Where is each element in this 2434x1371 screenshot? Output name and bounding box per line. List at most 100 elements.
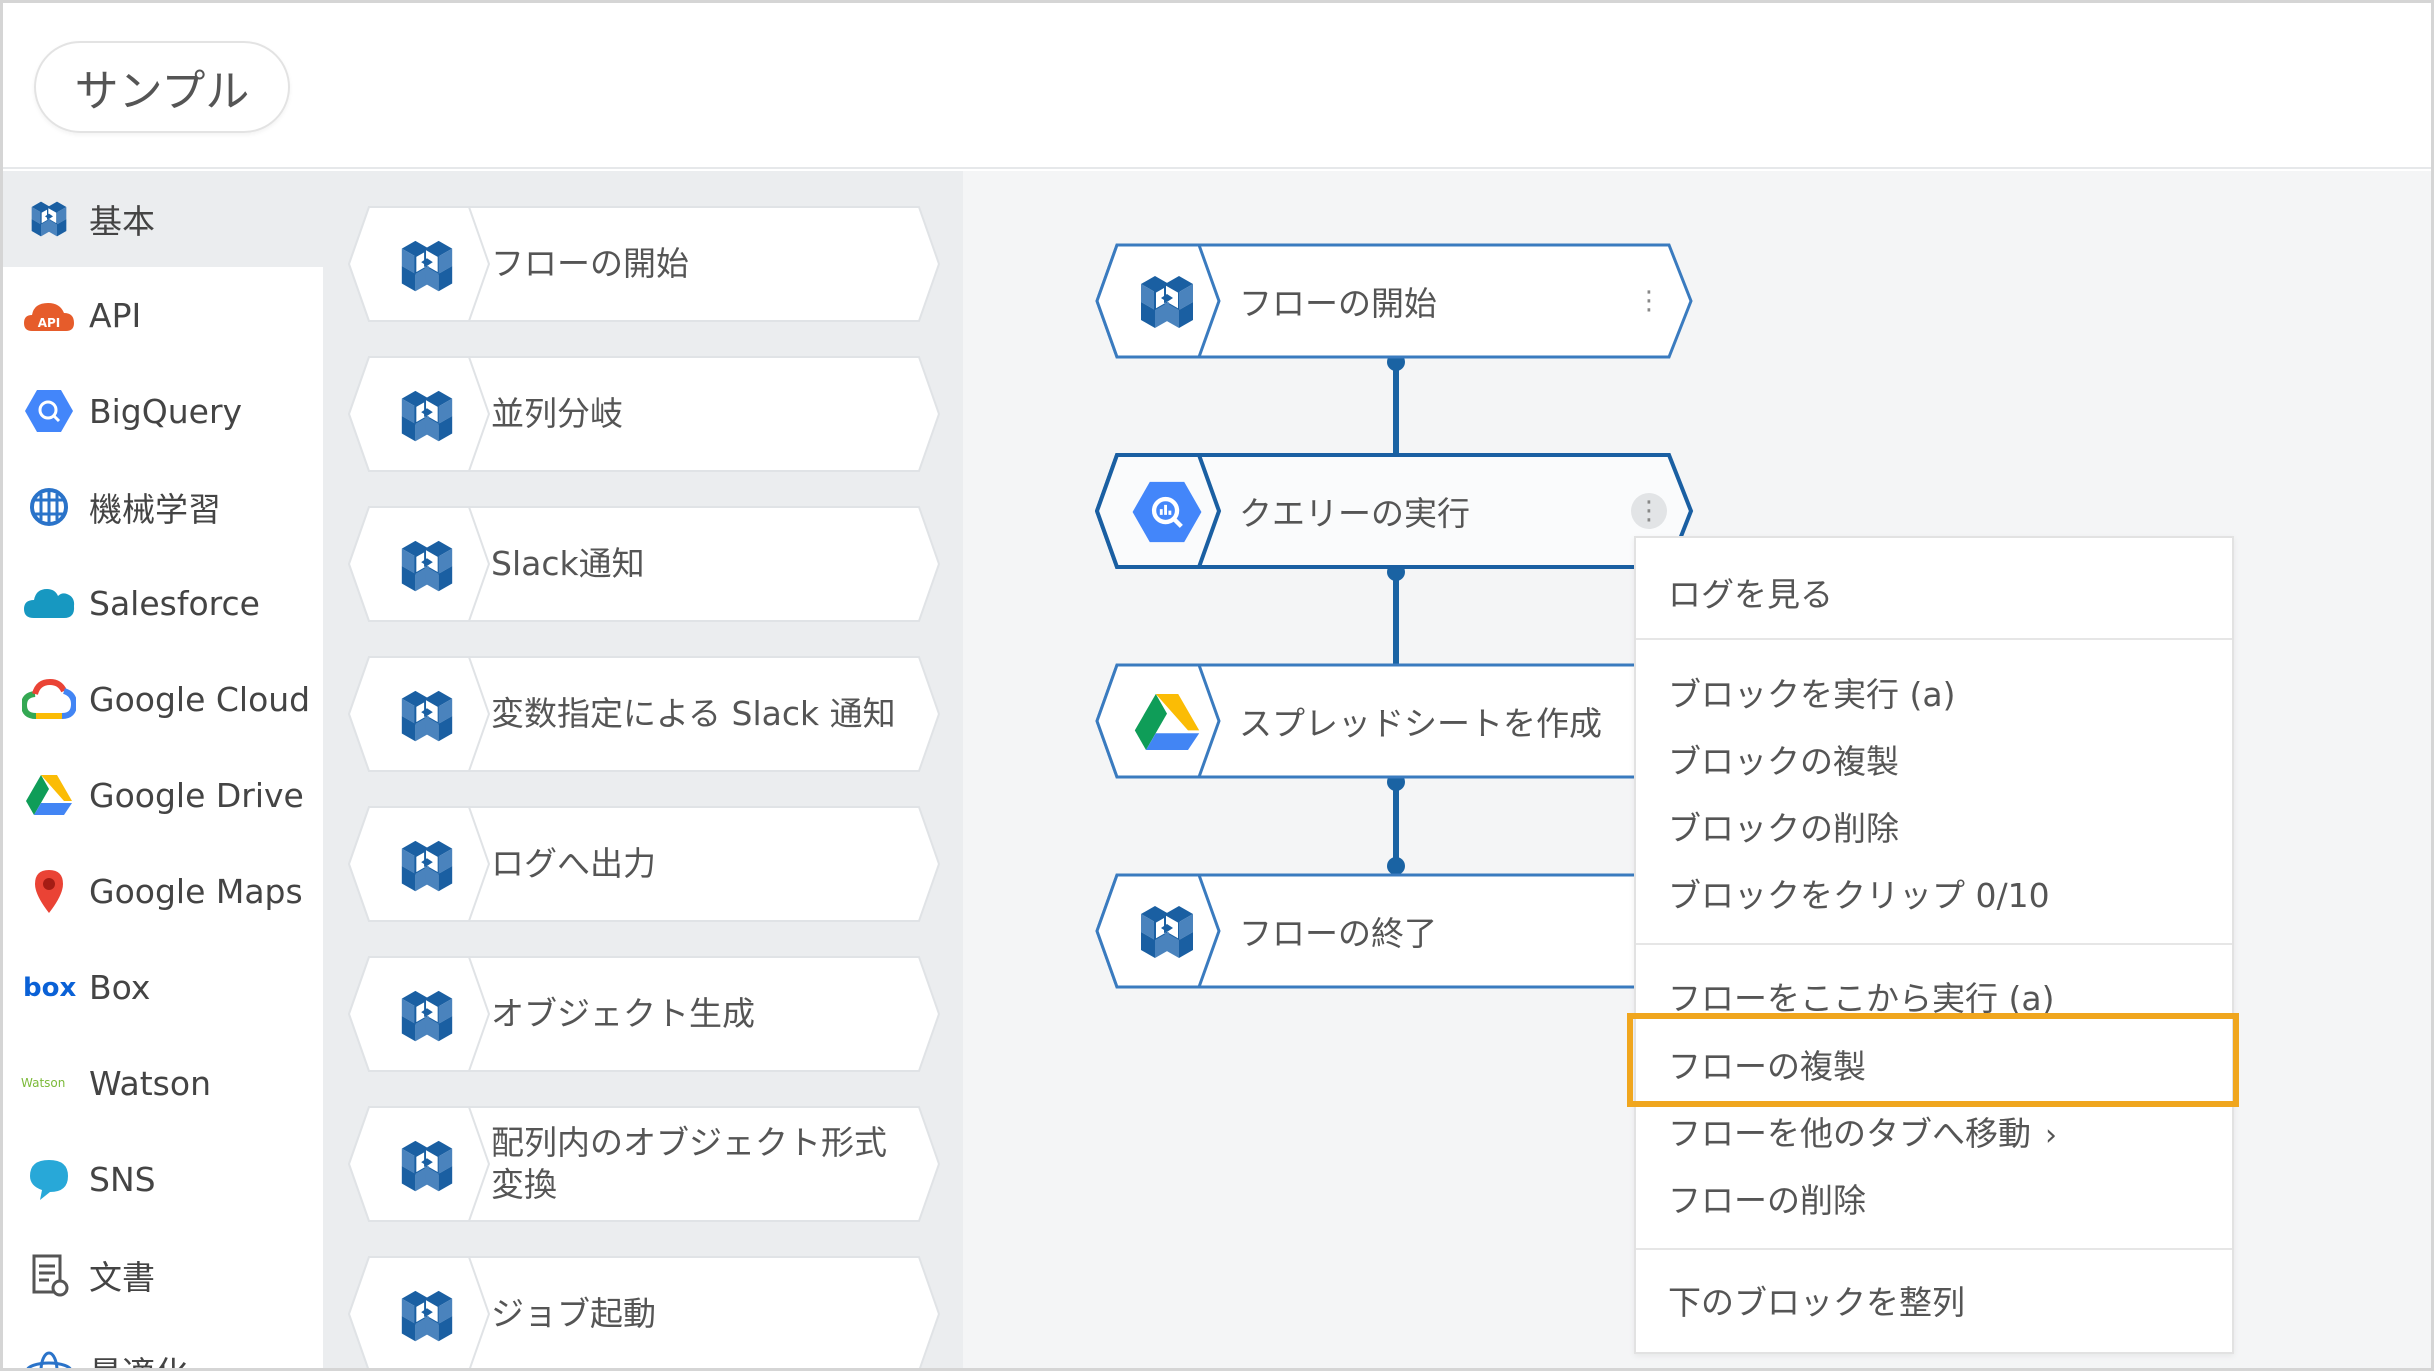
- sidebar-item-api[interactable]: API API: [3, 267, 323, 363]
- flow-block-start[interactable]: フローの開始 ⋮: [1095, 243, 1695, 359]
- sidebar-item-label: SNS: [89, 1159, 156, 1199]
- palette-block-label: 配列内のオブジェクト形式変換: [491, 1123, 887, 1204]
- menu-item-run-block[interactable]: ブロックを実行 (a): [1668, 675, 1956, 714]
- sidebar-item-label: Google Drive: [89, 775, 304, 815]
- menu-divider: [1636, 943, 2232, 945]
- sidebar-item-label: API: [89, 295, 142, 335]
- sidebar-item-machine-learning[interactable]: 機械学習: [3, 459, 323, 555]
- salesforce-icon: [21, 575, 77, 631]
- palette-block-object-create[interactable]: オブジェクト生成: [347, 955, 941, 1073]
- sidebar-item-label: 機械学習: [89, 490, 221, 529]
- flow-block-label: フローの終了: [1239, 914, 1437, 953]
- category-sidebar: 基本 API API BigQuery 機械学習 Salesforce: [3, 171, 323, 1368]
- svg-text:Watson: Watson: [21, 1076, 65, 1090]
- palette-block-job-start[interactable]: ジョブ起動: [347, 1255, 941, 1368]
- kebab-menu-icon[interactable]: ⋮: [1636, 286, 1662, 316]
- context-menu: ログを見る ブロックを実行 (a) ブロックの複製 ブロックの削除 ブロックをク…: [1634, 536, 2234, 1354]
- block-icon: [400, 839, 454, 893]
- palette-block-label: フローの開始: [491, 244, 689, 283]
- palette-block-slack-notify[interactable]: Slack通知: [347, 505, 941, 623]
- connector-line: [1393, 571, 1399, 723]
- palette-block-label: ジョブ起動: [491, 1294, 656, 1333]
- sidebar-item-salesforce[interactable]: Salesforce: [3, 555, 323, 651]
- svg-text:box: box: [23, 973, 76, 1002]
- bigquery-icon: [1127, 479, 1207, 545]
- sns-icon: [21, 1151, 77, 1207]
- box-icon: box: [21, 959, 77, 1015]
- sidebar-item-google-cloud[interactable]: Google Cloud: [3, 651, 323, 747]
- block-icon: [400, 239, 454, 293]
- block-icon: [400, 989, 454, 1043]
- google-cloud-icon: [21, 671, 77, 727]
- brain-icon: [21, 479, 77, 535]
- block-icon: [1127, 899, 1207, 965]
- menu-divider: [1636, 1248, 2232, 1250]
- menu-item-run-flow-from-here[interactable]: フローをここから実行 (a): [1668, 979, 2055, 1018]
- menu-item-align-blocks-below[interactable]: 下のブロックを整列: [1668, 1283, 1965, 1322]
- sidebar-item-optimization[interactable]: 最適化: [3, 1323, 323, 1368]
- menu-divider: [1636, 638, 2232, 640]
- sidebar-item-box[interactable]: box Box: [3, 939, 323, 1035]
- document-icon: [21, 1247, 77, 1303]
- menu-item-move-flow-to-tab[interactable]: フローを他のタブへ移動 ›: [1668, 1107, 2057, 1155]
- block-icon: [400, 1289, 454, 1343]
- google-maps-icon: [21, 863, 77, 919]
- flow-block-label: フローの開始: [1239, 284, 1437, 323]
- sidebar-item-label: 基本: [89, 202, 155, 241]
- block-icon: [400, 1139, 454, 1193]
- menu-item-label: フローを他のタブへ移動: [1668, 1114, 2031, 1153]
- tab-sample[interactable]: サンプル: [34, 41, 290, 133]
- palette-block-label: ログへ出力: [491, 844, 656, 883]
- block-icon: [1127, 269, 1207, 335]
- bigquery-icon: [21, 383, 77, 439]
- sidebar-item-label: 最適化: [89, 1347, 188, 1368]
- palette-block-label: オブジェクト生成: [491, 994, 755, 1033]
- sidebar-item-label: Google Cloud: [89, 679, 311, 719]
- flow-block-end[interactable]: フローの終了: [1095, 873, 1695, 989]
- palette-block-array-object-convert[interactable]: 配列内のオブジェクト形式変換: [347, 1105, 941, 1223]
- palette-block-label: Slack通知: [491, 544, 645, 583]
- sidebar-item-bigquery[interactable]: BigQuery: [3, 363, 323, 459]
- kebab-menu-icon[interactable]: ⋮: [1631, 493, 1667, 529]
- menu-item-duplicate-flow[interactable]: フローの複製: [1668, 1047, 1866, 1086]
- connector-dot: [1387, 857, 1405, 875]
- menu-item-delete-flow[interactable]: フローの削除: [1668, 1181, 1866, 1220]
- menu-item-duplicate-block[interactable]: ブロックの複製: [1668, 742, 1899, 781]
- block-icon: [21, 191, 77, 247]
- sidebar-item-watson[interactable]: Watson Watson: [3, 1035, 323, 1131]
- optimization-icon: [21, 1343, 77, 1368]
- google-drive-icon: [21, 767, 77, 823]
- flow-block-label: クエリーの実行: [1239, 494, 1470, 533]
- svg-text:API: API: [38, 316, 61, 330]
- api-icon: API: [21, 287, 77, 343]
- sidebar-item-google-maps[interactable]: Google Maps: [3, 843, 323, 939]
- flow-block-query[interactable]: クエリーの実行 ⋮: [1095, 453, 1695, 569]
- palette-block-flow-start[interactable]: フローの開始: [347, 205, 941, 323]
- sidebar-item-document[interactable]: 文書: [3, 1227, 323, 1323]
- palette-block-label: 並列分岐: [491, 394, 623, 433]
- block-icon: [400, 689, 454, 743]
- menu-item-delete-block[interactable]: ブロックの削除: [1668, 809, 1899, 848]
- block-palette: フローの開始 並列分岐 Slack通知 変数指定による Slack 通知 ログへ…: [323, 171, 963, 1368]
- palette-block-parallel-branch[interactable]: 並列分岐: [347, 355, 941, 473]
- palette-block-log-output[interactable]: ログへ出力: [347, 805, 941, 923]
- flow-block-label: スプレッドシートを作成: [1239, 704, 1602, 743]
- menu-item-view-logs[interactable]: ログを見る: [1668, 575, 1833, 614]
- flow-block-spreadsheet[interactable]: スプレッドシートを作成: [1095, 663, 1695, 779]
- palette-block-slack-notify-variable[interactable]: 変数指定による Slack 通知: [347, 655, 941, 773]
- sidebar-item-basic[interactable]: 基本: [3, 171, 323, 267]
- block-icon: [400, 389, 454, 443]
- sidebar-item-sns[interactable]: SNS: [3, 1131, 323, 1227]
- google-drive-icon: [1127, 689, 1207, 755]
- highlight-box: [1627, 1013, 2239, 1107]
- sidebar-item-google-drive[interactable]: Google Drive: [3, 747, 323, 843]
- block-icon: [400, 539, 454, 593]
- sidebar-item-label: BigQuery: [89, 391, 243, 431]
- chevron-right-icon: ›: [2045, 1118, 2057, 1153]
- palette-block-label: 変数指定による Slack 通知: [491, 694, 896, 733]
- sidebar-item-label: Google Maps: [89, 871, 303, 911]
- sidebar-item-label: Box: [89, 967, 151, 1007]
- connector-line: [1393, 361, 1399, 513]
- menu-item-clip-block[interactable]: ブロックをクリップ 0/10: [1668, 876, 2050, 915]
